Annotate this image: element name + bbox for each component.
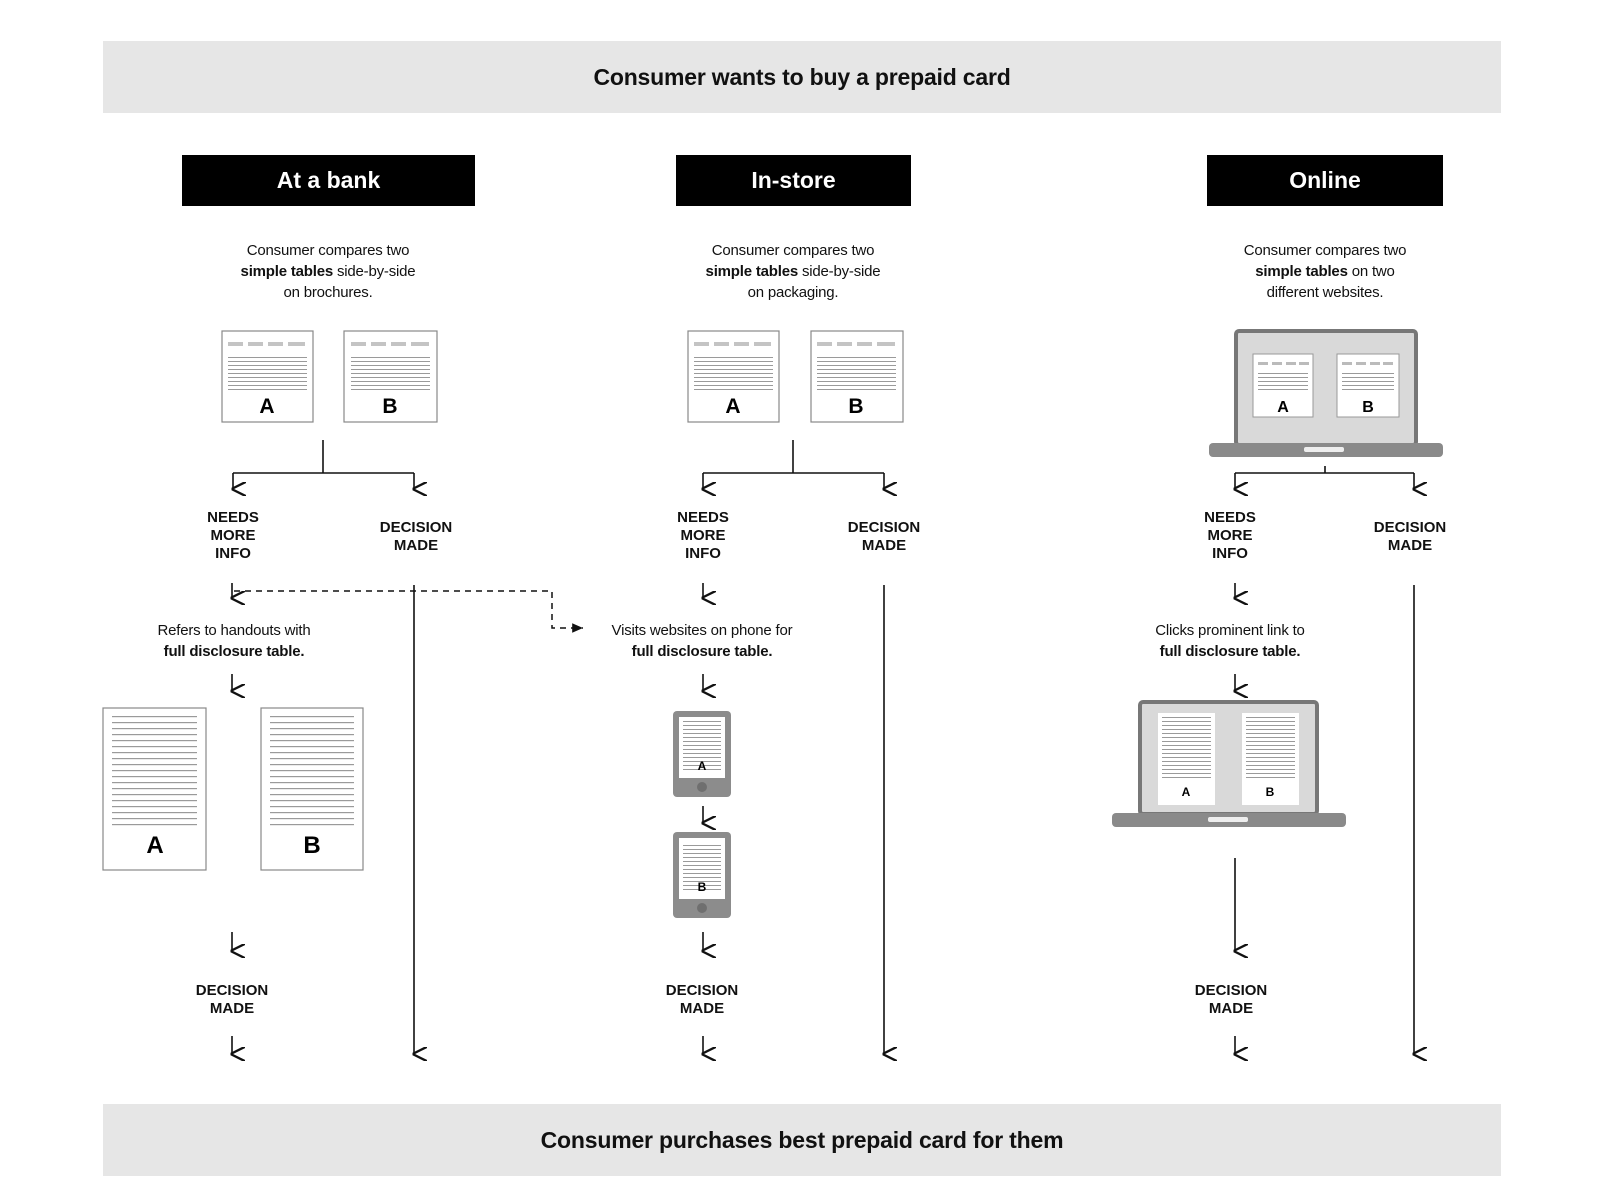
bank-step-text: Refers to handouts with full disclosure … — [84, 620, 384, 662]
bank-step-line-2: full disclosure table. — [84, 641, 384, 662]
online-column-title: Online — [1289, 167, 1361, 193]
decision-line-2: MADE — [393, 537, 439, 554]
needs-line-2: MORE — [210, 527, 256, 544]
store-step-bold: full disclosure table. — [631, 643, 773, 660]
flow-arrows — [232, 583, 1414, 1054]
needs-line-2: MORE — [680, 527, 726, 544]
online-step-bold: full disclosure table. — [1159, 643, 1301, 660]
bank-column-title: At a bank — [276, 167, 381, 193]
store-step-text: Visits websites on phone for full disclo… — [552, 620, 852, 662]
needs-line-1: NEEDS — [1204, 509, 1256, 526]
bank-column-header: At a bank — [182, 155, 475, 206]
online-disclosure-a-label: A — [1182, 785, 1191, 799]
bank-handout-b-label: B — [303, 832, 320, 859]
needs-line-3: INFO — [1212, 545, 1248, 562]
online-site-b-label: B — [1362, 399, 1374, 416]
decision-line-2: MADE — [1387, 537, 1433, 554]
bank-desc-bold: simple tables — [240, 263, 334, 280]
needs-line-1: NEEDS — [677, 509, 729, 526]
online-step-line-1: Clicks prominent link to — [1155, 622, 1305, 639]
store-decision-made-final: DECISION MADE — [632, 982, 772, 1018]
online-description: Consumer compares two simple tables on t… — [1175, 240, 1475, 303]
online-step-text: Clicks prominent link to full disclosure… — [1080, 620, 1380, 662]
store-decision-made-direct: DECISION MADE — [814, 519, 954, 555]
online-step-line-2: full disclosure table. — [1080, 641, 1380, 662]
end-banner-text: Consumer purchases best prepaid card for… — [540, 1126, 1064, 1153]
store-desc-line-2: simple tables side-by-side — [643, 261, 943, 282]
decision-line-2: MADE — [1208, 1000, 1254, 1017]
decision-line-1: DECISION — [1194, 982, 1268, 999]
store-column-header: In-store — [676, 155, 911, 206]
online-decision-made-direct: DECISION MADE — [1340, 519, 1480, 555]
bank-brochure-b-label: B — [382, 395, 397, 418]
cross-channel-dashed-arrow — [234, 590, 583, 633]
start-banner: Consumer wants to buy a prepaid card — [103, 41, 1501, 113]
bank-desc-rest: side-by-side — [333, 263, 416, 280]
decision-line-2: MADE — [861, 537, 907, 554]
online-column-header: Online — [1207, 155, 1443, 206]
store-desc-rest: side-by-side — [798, 263, 881, 280]
store-phone-b-label: B — [698, 880, 707, 894]
online-laptop-disclosure-icon — [1112, 700, 1346, 827]
bank-brochure-a — [221, 330, 314, 423]
start-banner-text: Consumer wants to buy a prepaid card — [593, 63, 1011, 90]
store-package-b-label: B — [848, 395, 863, 418]
store-package-a — [687, 330, 780, 423]
online-site-a-label: A — [1277, 399, 1289, 416]
bank-step-line-1: Refers to handouts with — [157, 622, 311, 639]
bank-needs-more-info: NEEDS MORE INFO — [163, 509, 303, 563]
bank-handout-a-label: A — [146, 832, 163, 859]
needs-line-3: INFO — [215, 545, 251, 562]
bank-description: Consumer compares two simple tables side… — [178, 240, 478, 303]
online-desc-line-1: Consumer compares two — [1243, 242, 1407, 259]
end-banner: Consumer purchases best prepaid card for… — [103, 1104, 1501, 1176]
store-desc-line-1: Consumer compares two — [711, 242, 875, 259]
bank-decision-made-direct: DECISION MADE — [346, 519, 486, 555]
split-connectors — [233, 440, 1414, 489]
online-desc-line-2: simple tables on two — [1175, 261, 1475, 282]
bank-desc-line-2: simple tables side-by-side — [178, 261, 478, 282]
store-step-line-1: Visits websites on phone for — [611, 622, 793, 639]
store-needs-more-info: NEEDS MORE INFO — [633, 509, 773, 563]
online-laptop-icon — [1209, 329, 1443, 457]
store-phone-a-icon — [673, 711, 731, 797]
bank-brochure-b — [343, 330, 438, 423]
bank-decision-made-final: DECISION MADE — [162, 982, 302, 1018]
decision-line-1: DECISION — [847, 519, 921, 536]
decision-line-2: MADE — [679, 1000, 725, 1017]
store-phone-b-icon — [673, 832, 731, 918]
store-phone-a-label: A — [698, 759, 707, 773]
online-needs-more-info: NEEDS MORE INFO — [1160, 509, 1300, 563]
decision-line-1: DECISION — [379, 519, 453, 536]
bank-desc-line-1: Consumer compares two — [246, 242, 410, 259]
bank-handout-a — [102, 707, 207, 871]
online-desc-rest: on two — [1347, 263, 1395, 280]
bank-handout-b — [260, 707, 364, 871]
decision-line-1: DECISION — [665, 982, 739, 999]
store-description: Consumer compares two simple tables side… — [643, 240, 943, 303]
store-column-title: In-store — [751, 167, 836, 193]
store-package-a-label: A — [725, 395, 740, 418]
needs-line-1: NEEDS — [207, 509, 259, 526]
online-desc-line-3: different websites. — [1266, 284, 1384, 301]
store-package-b — [810, 330, 904, 423]
decision-line-1: DECISION — [195, 982, 269, 999]
store-desc-bold: simple tables — [705, 263, 799, 280]
decision-line-2: MADE — [209, 1000, 255, 1017]
bank-step-bold: full disclosure table. — [163, 643, 305, 660]
decision-line-1: DECISION — [1373, 519, 1447, 536]
store-desc-line-3: on packaging. — [747, 284, 839, 301]
needs-line-2: MORE — [1207, 527, 1253, 544]
online-decision-made-final: DECISION MADE — [1161, 982, 1301, 1018]
online-desc-bold: simple tables — [1255, 263, 1348, 280]
bank-brochure-a-label: A — [259, 395, 274, 418]
bank-desc-line-3: on brochures. — [283, 284, 373, 301]
online-disclosure-b-label: B — [1266, 785, 1275, 799]
store-step-line-2: full disclosure table. — [552, 641, 852, 662]
needs-line-3: INFO — [685, 545, 721, 562]
